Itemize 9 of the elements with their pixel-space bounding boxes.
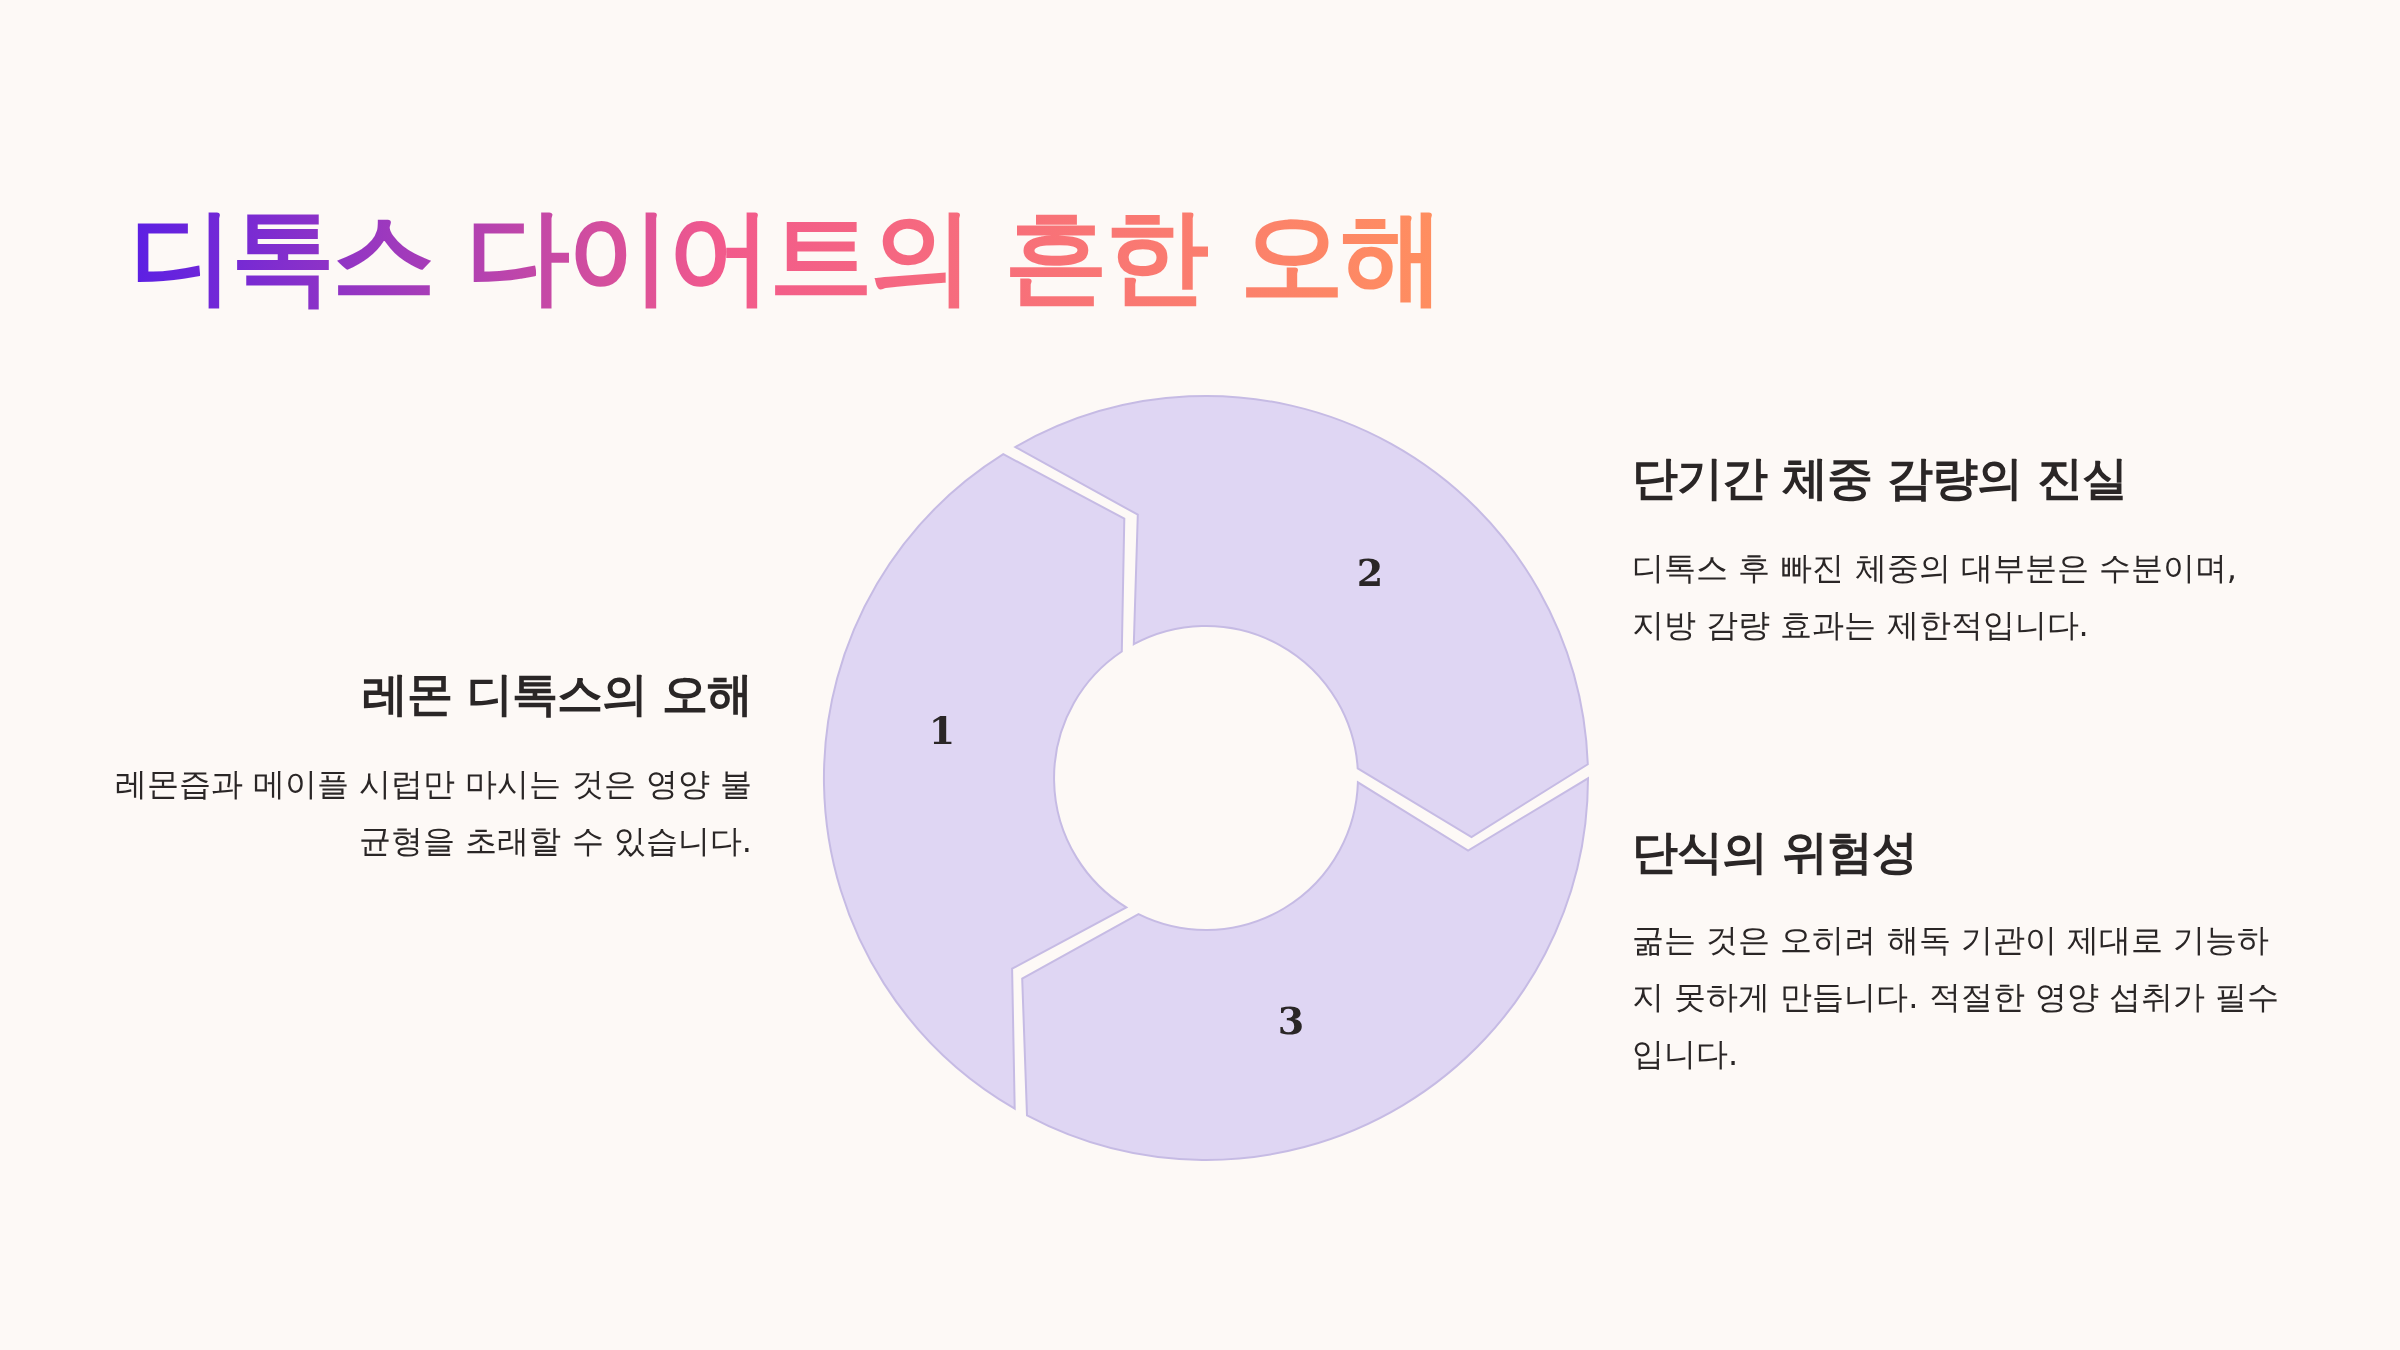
ring-segment: 2 bbox=[1014, 395, 1589, 838]
ring-segment: 1 bbox=[823, 453, 1128, 1110]
description: 디톡스 후 빠진 체중의 대부분은 수분이며, 지방 감량 효과는 제한적입니다. bbox=[1632, 548, 2239, 646]
heading: 레몬 디톡스의 오해 bbox=[361, 666, 752, 723]
ring-segment: 3 bbox=[1021, 777, 1589, 1161]
heading: 단기간 체중 감량의 진실 bbox=[1632, 450, 2128, 507]
description: 굶는 것은 오히려 해독 기관이 제대로 기능하지 못하게 만듭니다. 적절한 영양 섭취가 필수입니다. bbox=[1632, 920, 2281, 1075]
description: 레몬즙과 메이플 시럽만 마시는 것은 영양 불균형을 초래할 수 있습니다. bbox=[113, 764, 752, 862]
heading: 단식의 위험성 bbox=[1632, 824, 1917, 881]
